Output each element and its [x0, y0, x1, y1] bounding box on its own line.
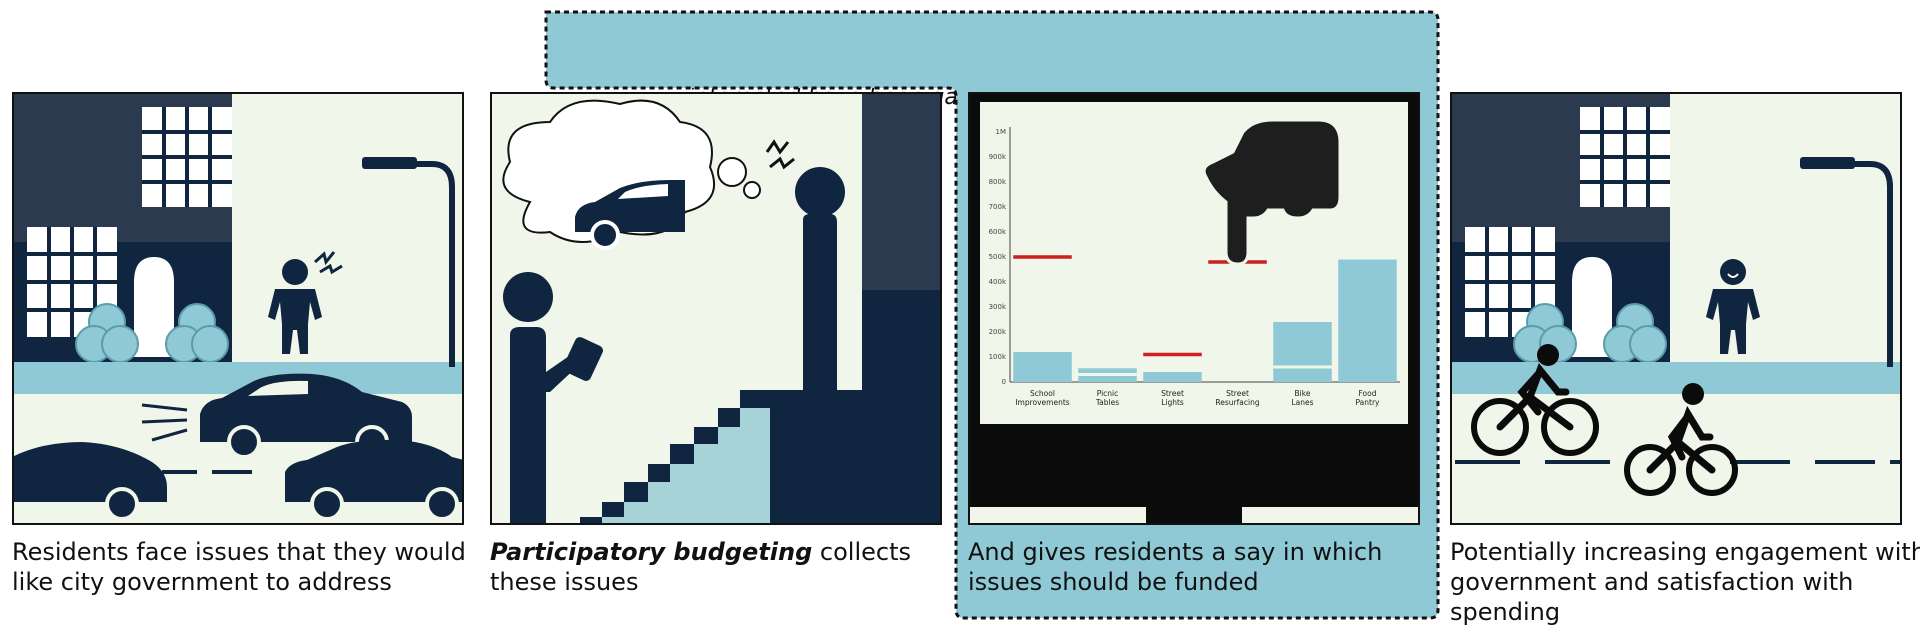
window-icon	[142, 107, 232, 207]
y-tick-label: 500k	[989, 253, 1007, 261]
y-tick-label: 800k	[989, 178, 1007, 186]
street-scene-illustration	[12, 92, 464, 525]
budget-chart[interactable]: 0 100k 200k 300k 400k 500k 600k 700k 800k 900k 1M S…	[989, 127, 1400, 407]
category-label: Bike	[1295, 389, 1311, 398]
computer-probe-illustration: 0 100k 200k 300k 400k 500k 600k 700k 800k 900k 1M S…	[968, 92, 1420, 525]
intro-line1: we explore the design of how preferences…	[768, 21, 1428, 78]
happy-person-icon	[1706, 259, 1760, 354]
budget-bar[interactable]	[1338, 259, 1397, 383]
bush-icon	[75, 303, 139, 363]
caption-panel3: And gives residents a say in which issue…	[968, 538, 1383, 596]
y-tick-label: 300k	[989, 303, 1007, 311]
window-icon	[1465, 227, 1555, 337]
intro-lead: In this work,	[612, 21, 769, 46]
category-label: Lights	[1161, 398, 1184, 407]
cyclist-icon	[1471, 344, 1599, 456]
sidewalk	[12, 362, 464, 394]
category-label: Improvements	[1015, 398, 1069, 407]
y-tick-label: 100k	[989, 353, 1007, 361]
category-label: Tables	[1095, 398, 1119, 407]
caption-panel2-bold: Participatory budgeting	[490, 538, 813, 566]
sidewalk	[1450, 362, 1902, 394]
staircase	[580, 390, 862, 525]
category-label: School	[1030, 389, 1055, 398]
y-tick-label: 1M	[996, 128, 1007, 136]
doorway	[134, 257, 174, 357]
car-icon	[285, 439, 464, 521]
y-tick-label: 700k	[989, 203, 1007, 211]
category-label: Lanes	[1291, 398, 1313, 407]
category-label: Pantry	[1356, 398, 1381, 407]
caption-panel1: Residents face issues that they would li…	[12, 538, 466, 596]
y-tick-label: 600k	[989, 228, 1007, 236]
angry-person-icon	[268, 251, 343, 354]
monitor-stand	[1146, 490, 1242, 525]
panel-residents-issues	[12, 92, 464, 525]
budget-bar[interactable]	[1143, 372, 1202, 382]
car-icon	[575, 180, 685, 250]
category-label: Resurfacing	[1215, 398, 1259, 407]
caption-panel4: Potentially increasing engagement with g…	[1450, 538, 1920, 626]
street-lamp-icon	[1800, 157, 1893, 367]
y-tick-label: 400k	[989, 278, 1007, 286]
panel-computer-probe: 0 100k 200k 300k 400k 500k 600k 700k 800k 900k 1M S…	[968, 92, 1420, 525]
y-tick-label: 900k	[989, 153, 1007, 161]
doorway	[1572, 257, 1612, 357]
window-icon	[1580, 107, 1670, 207]
bush-icon	[1513, 303, 1577, 363]
motion-lines	[141, 403, 188, 442]
budget-bar[interactable]	[1273, 322, 1332, 382]
car-icon	[12, 442, 167, 521]
bike-scene-illustration	[1450, 92, 1902, 525]
caption-panel2-rest: collects these issues	[490, 538, 911, 596]
person-icon	[503, 272, 603, 525]
cyclist-icon	[1624, 383, 1738, 496]
street-lamp-icon	[362, 157, 455, 367]
caption-panel2: Participatory budgeting collects these i…	[490, 537, 970, 597]
panel-increased-engagement	[1450, 92, 1902, 525]
category-label: Street	[1226, 389, 1249, 398]
category-label: Street	[1161, 389, 1184, 398]
pointing-hand-icon	[1202, 118, 1342, 266]
budget-bar[interactable]	[1013, 352, 1072, 382]
y-tick-label: 0	[1002, 378, 1006, 386]
category-label: Food	[1359, 389, 1377, 398]
category-label: Picnic	[1097, 389, 1119, 398]
bush-icon	[165, 303, 229, 363]
budgeting-illustration	[490, 92, 942, 525]
panel-participatory-budgeting	[490, 92, 942, 525]
y-tick-label: 200k	[989, 328, 1007, 336]
